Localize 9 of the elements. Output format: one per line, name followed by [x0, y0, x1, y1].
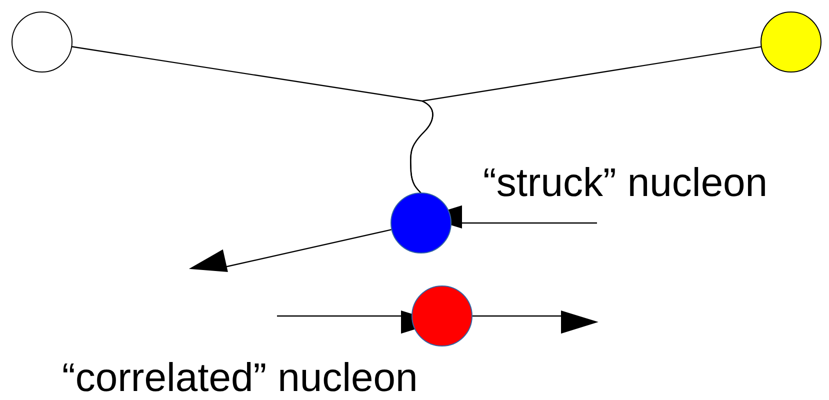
- particle-circle: [390, 192, 452, 254]
- particle-label: “struck” nucleon: [483, 160, 768, 206]
- arrow: [472, 310, 598, 334]
- particle-circle: [411, 285, 473, 347]
- arrow: [188, 229, 392, 272]
- particle-label: “correlated” nucleon: [62, 355, 418, 400]
- particle-circle: [760, 11, 822, 73]
- line: [410, 46, 762, 194]
- particle-circle: [11, 11, 73, 73]
